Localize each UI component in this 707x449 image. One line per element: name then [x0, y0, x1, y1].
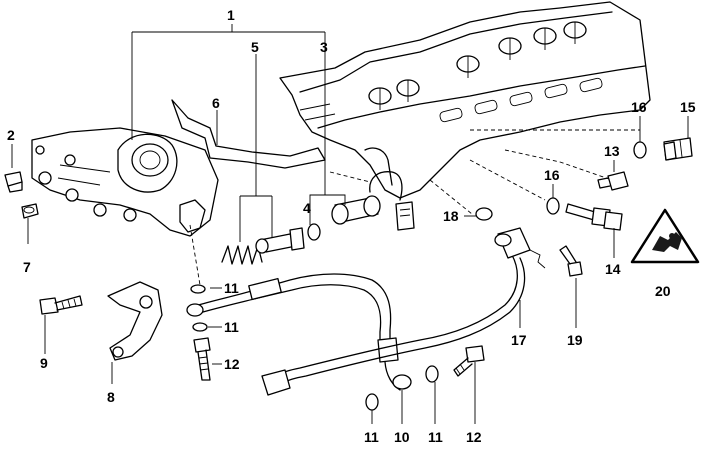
banjo-bolt-12-left: [193, 337, 211, 381]
callouts: 1 2 3 4 5 6 7 8 9 10 11 11 11 11 12 12 1…: [7, 7, 696, 445]
camshaft-bearings: [368, 21, 587, 110]
seal-ring-4: [307, 223, 321, 241]
callout-9: 9: [40, 355, 48, 371]
cylinder-head: [279, 1, 651, 199]
plug-13: [597, 171, 629, 191]
callout-3: 3: [320, 39, 328, 55]
callout-11-lower-right: 11: [428, 429, 443, 445]
callout-7: 7: [23, 259, 31, 275]
intake-ports: [439, 77, 603, 123]
callout-2: 2: [7, 127, 15, 143]
callout-4: 4: [303, 200, 311, 216]
assembly-lines: [189, 129, 640, 286]
vanos-housing: [31, 127, 219, 237]
gasket-6: [171, 99, 326, 169]
callout-12-left: 12: [224, 356, 240, 372]
washer-11-middle: [192, 322, 208, 332]
callout-12-right: 12: [466, 429, 482, 445]
washer-11-lower-left: [365, 393, 379, 411]
callout-10: 10: [394, 429, 410, 445]
bracket-8: [107, 281, 163, 361]
seal-ring-16-lower: [546, 197, 560, 215]
callout-16-lower: 16: [544, 167, 560, 183]
callout-18: 18: [443, 208, 459, 224]
bolt-19: [559, 245, 583, 277]
callout-11-upper: 11: [224, 280, 239, 296]
callout-11-lower-left: 11: [364, 429, 379, 445]
bolt-9: [39, 295, 83, 315]
callout-15: 15: [680, 99, 696, 115]
callout-5: 5: [251, 39, 259, 55]
callout-16-upper: 16: [631, 99, 647, 115]
plug-7: [21, 203, 39, 219]
callout-17: 17: [511, 332, 527, 348]
callout-6: 6: [212, 95, 220, 111]
fitting-15: [663, 137, 693, 161]
washer-11-upper: [190, 284, 206, 294]
leader-lines: [11, 24, 689, 424]
sensor-cable-17: [261, 227, 546, 396]
seal-ring-16-upper: [633, 141, 647, 159]
o-ring-18: [475, 207, 493, 221]
callout-8: 8: [107, 389, 115, 405]
callout-14: 14: [605, 261, 621, 277]
spring-piston-5: [221, 227, 305, 265]
callout-1: 1: [227, 7, 235, 23]
sensor-14: [565, 203, 623, 231]
callout-13: 13: [604, 143, 620, 159]
banjo-bolt-12-right: [453, 345, 485, 377]
warning-triangle-icon: [630, 208, 700, 264]
callout-19: 19: [567, 332, 583, 348]
callout-20: 20: [655, 283, 671, 299]
plug-2: [4, 171, 23, 193]
oil-line-hose: [186, 273, 412, 391]
callout-11-middle: 11: [224, 319, 239, 335]
washer-11-lower-right: [425, 365, 439, 383]
solenoid-3: [331, 171, 415, 231]
